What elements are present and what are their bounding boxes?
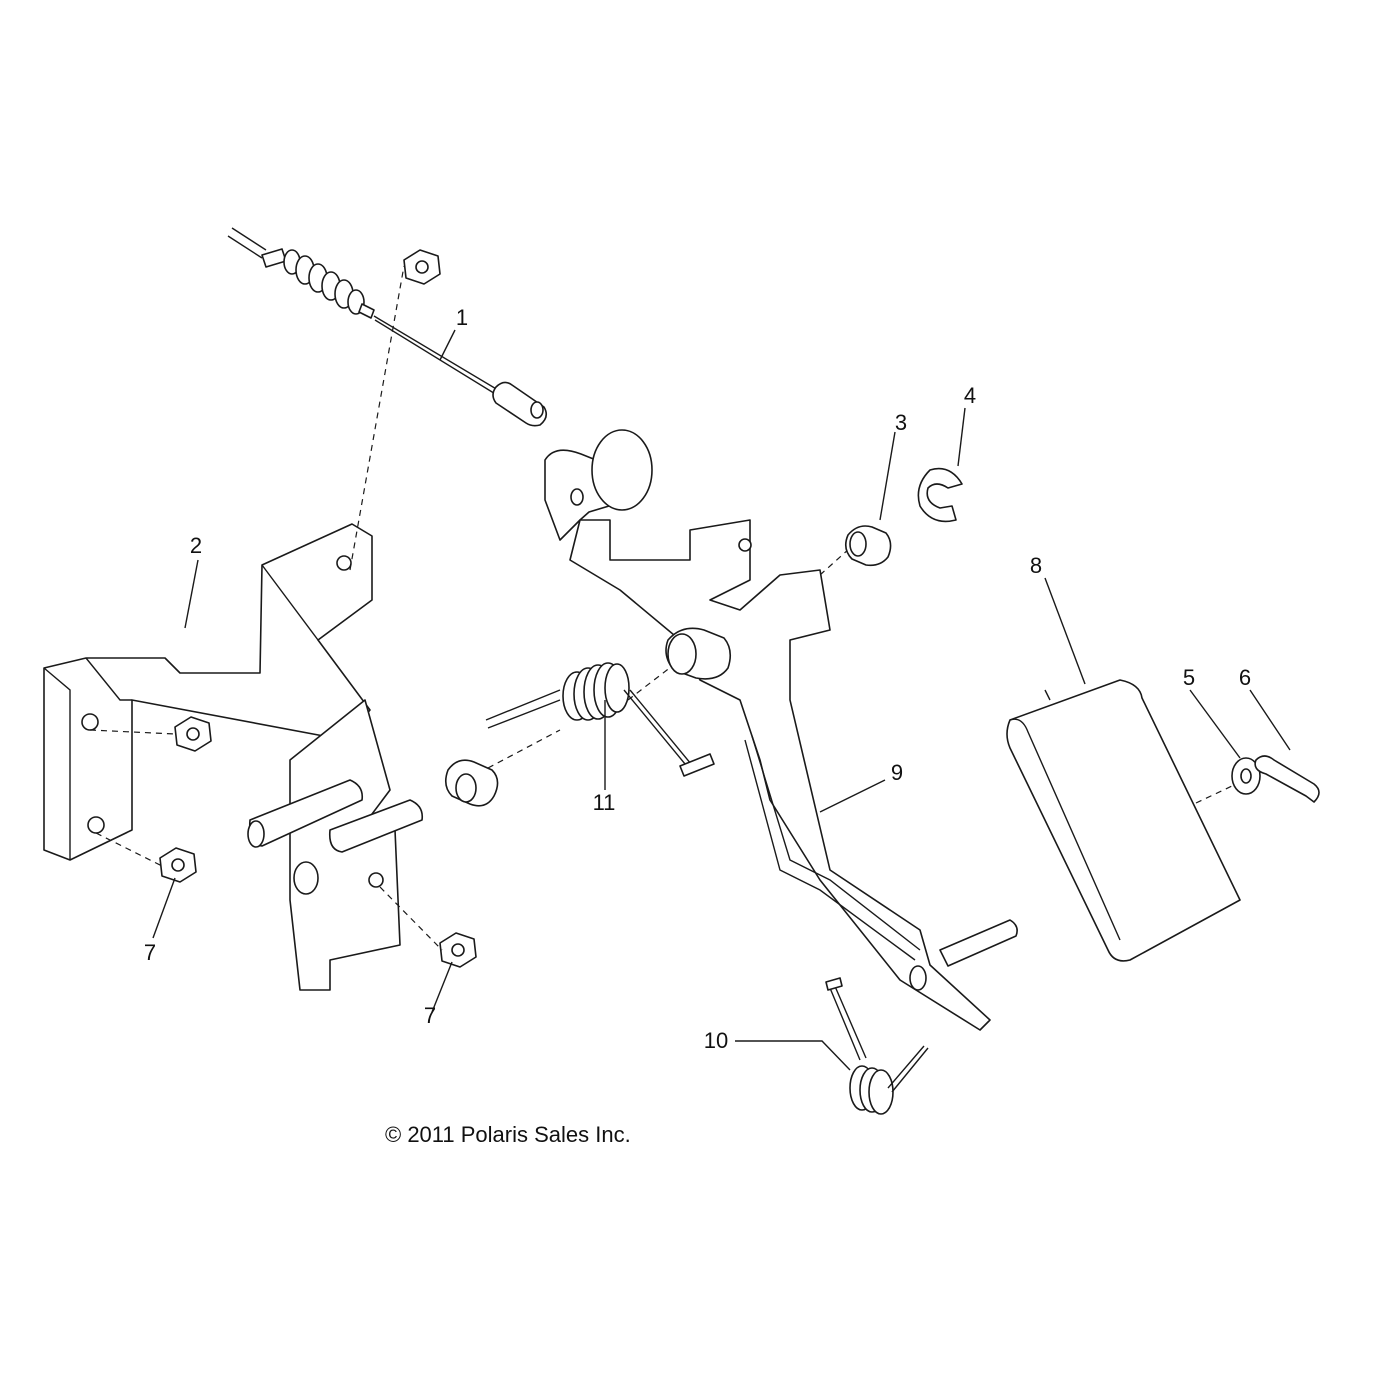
pedal-arm-part [544,429,1018,1031]
callout-9: 9 [891,760,903,785]
callout-7: 7 [144,940,156,965]
callout-6: 6 [1239,665,1251,690]
alignment-lines [89,265,1233,951]
callout-1: 1 [456,305,468,330]
hairpin-clip-part [1254,755,1320,803]
e-clip-part [917,467,963,523]
pedal-pad-part [1006,679,1241,962]
cable-part [227,227,548,427]
callout-2: 2 [190,533,202,558]
bushing-part [444,759,499,807]
callout-4: 4 [964,383,976,408]
callout-11: 11 [593,790,616,815]
copyright-notice: © 2011 Polaris Sales Inc. [385,1122,631,1147]
leader-lines [152,329,1291,1071]
bracket-part [43,523,424,991]
callout-8: 8 [1030,553,1042,578]
callout-10: 10 [704,1028,728,1053]
callout-5: 5 [1183,665,1195,690]
callout-7: 7 [424,1003,436,1028]
spring-part-10 [825,977,929,1115]
callout-3: 3 [895,410,907,435]
callout-labels: 1 2 3 4 5 6 7 7 8 9 10 11 [144,305,1251,1053]
washer-part [1231,757,1261,795]
bushing-part-3 [844,525,892,567]
nut-parts [159,249,477,968]
spring-part-11 [485,662,715,777]
